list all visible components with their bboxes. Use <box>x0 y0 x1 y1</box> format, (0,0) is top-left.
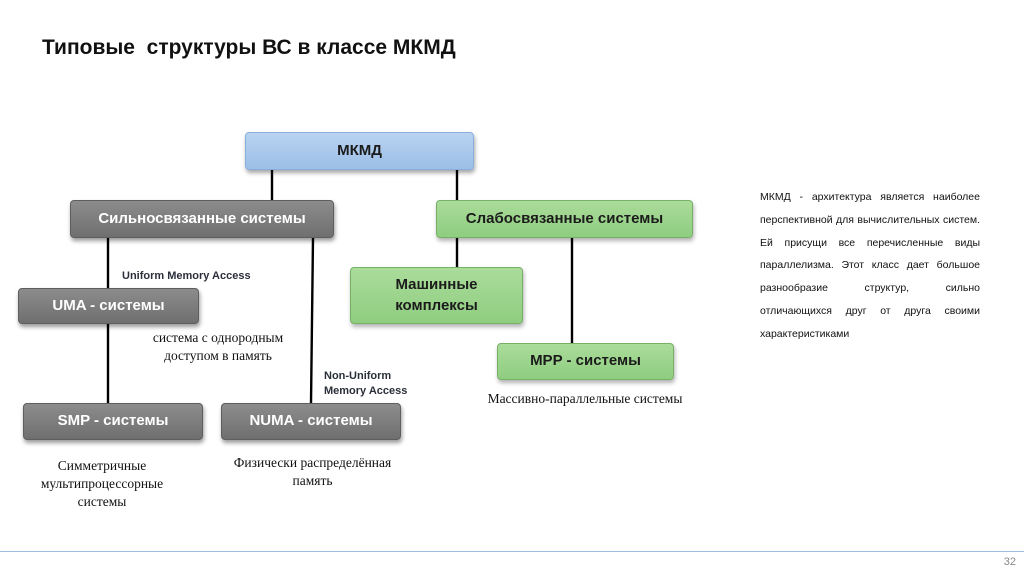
uma-caption-line1: система с однородным <box>152 330 284 345</box>
smp-caption-line2: мультипроцессорные <box>40 476 164 492</box>
smp-caption-line3: системы <box>77 494 127 510</box>
node-loosely-coupled: Слабосвязанные системы <box>436 200 693 238</box>
mpp-caption: Массивно-параллельные системы <box>487 391 683 406</box>
numa-caption-line2: память <box>292 473 333 489</box>
node-numa: NUMA - системы <box>221 403 401 440</box>
node-smp: SMP - системы <box>23 403 203 440</box>
footer-rule <box>0 551 1024 552</box>
node-machine-complexes-line2: комплексы <box>395 296 478 314</box>
node-numa-label: NUMA - системы <box>249 412 373 430</box>
mkmd-description: МКМД - архитектура является наиболее пер… <box>760 191 980 340</box>
connector-strong-numa <box>309 237 315 404</box>
node-uma: UMA - системы <box>18 288 199 324</box>
node-strongly-coupled: Сильносвязанные системы <box>70 200 334 238</box>
smp-caption: Симметричные мультипроцессорные системы <box>22 457 182 512</box>
node-mpp-label: MPP - системы <box>530 352 641 370</box>
node-machine-complexes-line1: Машинные <box>395 276 478 294</box>
node-loosely-coupled-label: Слабосвязанные системы <box>465 209 664 227</box>
uma-caption-line2: доступом в память <box>164 348 272 364</box>
slide-title: Типовые структуры ВС в классе МКМД <box>42 36 456 59</box>
node-machine-complexes: Машинные комплексы <box>350 267 523 324</box>
smp-caption-line1: Симметричные <box>57 458 147 473</box>
numa-full-name-label: Non-Uniform Memory Access <box>324 369 407 399</box>
node-mpp: MPP - системы <box>497 343 674 380</box>
node-uma-label: UMA - системы <box>52 296 165 314</box>
uma-caption: система с однородным доступом в память <box>138 329 298 365</box>
node-mkmd-label: МКМД <box>337 141 382 159</box>
node-smp-label: SMP - системы <box>57 412 169 430</box>
numa-full-name-line1: Non-Uniform <box>324 370 392 382</box>
numa-full-name-line2: Memory Access <box>324 384 408 397</box>
page-number: 32 <box>1003 556 1016 568</box>
node-mkmd: МКМД <box>245 132 474 170</box>
numa-caption: Физически распределённая память <box>215 454 410 490</box>
uma-full-name-label: Uniform Memory Access <box>122 270 251 282</box>
numa-caption-line1: Физически распределённая <box>233 455 392 470</box>
node-strongly-coupled-label: Сильносвязанные системы <box>98 209 306 227</box>
